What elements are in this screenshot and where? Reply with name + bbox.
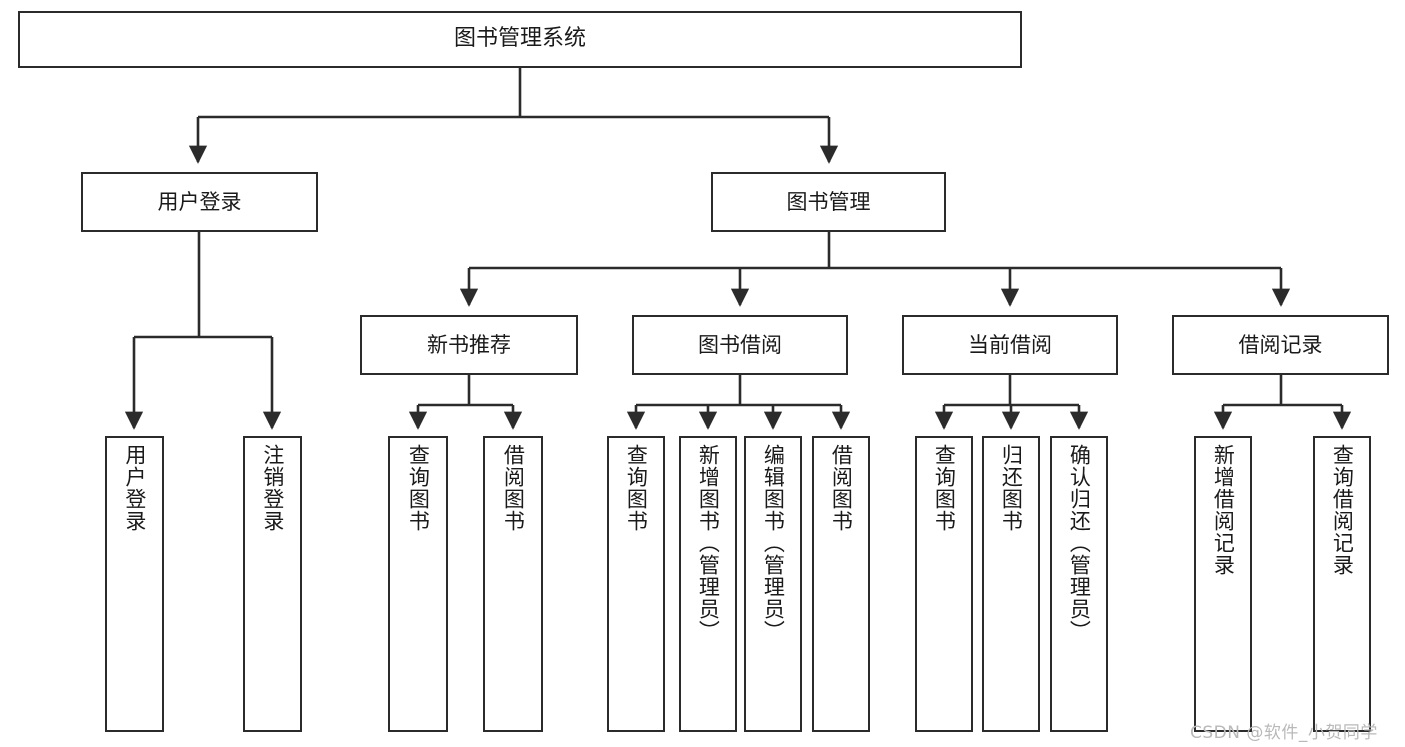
leaf-record-query-record[interactable]: 查询借阅记录 <box>1313 436 1371 732</box>
leaf-recommend-borrow-book[interactable]: 借阅图书 <box>483 436 543 732</box>
node-label: 图书管理系统 <box>453 26 586 52</box>
node-new-book-recommend[interactable]: 新书推荐 <box>360 315 578 375</box>
leaf-record-add-record[interactable]: 新增借阅记录 <box>1194 436 1252 732</box>
leaf-current-confirm-return-admin[interactable]: 确认归还（管理员） <box>1050 436 1108 732</box>
leaf-borrow-query-book[interactable]: 查询图书 <box>607 436 665 732</box>
node-borrow-record[interactable]: 借阅记录 <box>1172 315 1389 375</box>
node-label: 借阅记录 <box>1238 332 1323 357</box>
leaf-user-login-signout[interactable]: 注销登录 <box>243 436 302 732</box>
node-label: 用户登录 <box>157 189 242 214</box>
node-label: 查询图书 <box>624 444 649 532</box>
node-label: 编辑图书（管理员） <box>761 444 786 642</box>
node-label: 查询借阅记录 <box>1330 444 1355 576</box>
node-label: 借阅图书 <box>829 444 854 532</box>
leaf-current-query-book[interactable]: 查询图书 <box>915 436 973 732</box>
node-label: 归还图书 <box>999 444 1024 532</box>
leaf-borrow-edit-book-admin[interactable]: 编辑图书（管理员） <box>744 436 802 732</box>
leaf-borrow-add-book-admin[interactable]: 新增图书（管理员） <box>679 436 737 732</box>
node-label: 新书推荐 <box>427 332 511 357</box>
watermark-text: CSDN @软件_小贺同学 <box>1190 723 1378 743</box>
node-label: 查询图书 <box>932 444 957 532</box>
node-current-borrow[interactable]: 当前借阅 <box>902 315 1118 375</box>
leaf-user-login-signin[interactable]: 用户登录 <box>105 436 164 732</box>
node-label: 当前借阅 <box>968 332 1052 357</box>
node-book-borrow[interactable]: 图书借阅 <box>632 315 848 375</box>
leaf-recommend-query-book[interactable]: 查询图书 <box>388 436 448 732</box>
node-label: 图书管理 <box>786 189 871 214</box>
node-label: 新增借阅记录 <box>1211 444 1236 576</box>
csdn-watermark: CSDN @软件_小贺同学 <box>1190 718 1378 743</box>
node-user-login[interactable]: 用户登录 <box>81 172 318 232</box>
node-label: 图书借阅 <box>698 332 782 357</box>
node-label: 用户登录 <box>122 444 147 532</box>
node-label: 借阅图书 <box>501 444 526 532</box>
node-root-system[interactable]: 图书管理系统 <box>18 11 1022 68</box>
node-label: 确认归还（管理员） <box>1067 444 1092 642</box>
node-book-management[interactable]: 图书管理 <box>711 172 946 232</box>
leaf-current-return-book[interactable]: 归还图书 <box>982 436 1040 732</box>
node-label: 新增图书（管理员） <box>696 444 721 642</box>
node-label: 查询图书 <box>406 444 431 532</box>
leaf-borrow-borrow-book[interactable]: 借阅图书 <box>812 436 870 732</box>
node-label: 注销登录 <box>260 444 285 532</box>
